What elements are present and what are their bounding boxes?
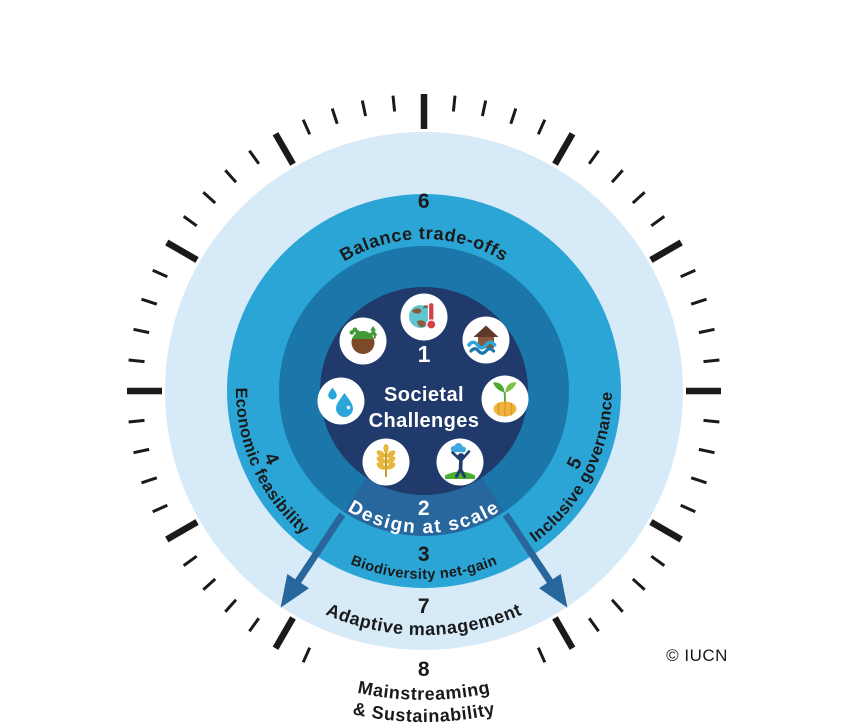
dial-tick-minor <box>703 358 720 364</box>
ecosystem-degradation-icon <box>339 317 387 365</box>
dial-tick-minor <box>610 598 624 613</box>
dial-tick-minor <box>451 95 457 112</box>
dial-tick-minor <box>301 119 312 135</box>
dial-tick-major <box>552 132 576 166</box>
dial-tick-minor <box>690 297 707 306</box>
dial-tick-minor <box>631 191 646 205</box>
dial-tick-major <box>552 616 576 650</box>
dial-tick-minor <box>587 149 600 165</box>
dial-tick-minor <box>301 647 312 663</box>
water-security-icon <box>317 377 365 425</box>
dial-tick-major <box>272 616 296 650</box>
food-security-icon <box>362 438 410 486</box>
disaster-risk-icon <box>462 316 510 364</box>
cycle-arrow-right <box>502 512 568 608</box>
dial-tick-minor <box>182 554 198 567</box>
dial-tick-minor <box>128 418 145 424</box>
dial-tick-minor <box>650 554 666 567</box>
dial-tick-minor <box>690 476 707 485</box>
dial-tick-minor <box>330 108 339 125</box>
dial-tick-minor <box>680 503 696 514</box>
dial-tick-minor <box>248 617 261 633</box>
dial-tick-minor <box>703 418 720 424</box>
dial-tick-minor <box>391 95 397 112</box>
dial-tick-minor <box>536 119 547 135</box>
human-health-icon <box>436 438 484 486</box>
center-number: 1 <box>418 341 431 367</box>
dial-tick-major <box>165 239 199 263</box>
criterion-8-number: 8 <box>418 658 430 681</box>
dial-tick-minor <box>224 598 238 613</box>
dial-tick-minor <box>698 447 715 455</box>
criterion-3-number: 3 <box>418 543 430 566</box>
dial-tick-minor <box>202 577 217 591</box>
dial-tick-major <box>165 519 199 543</box>
clock-dial-ticks <box>127 94 721 663</box>
dial-tick-minor <box>698 327 715 335</box>
dial-tick-minor <box>141 297 158 306</box>
dial-tick-minor <box>360 100 368 117</box>
dial-tick-minor <box>152 503 168 514</box>
dial-tick-minor <box>610 169 624 184</box>
dial-tick-minor <box>152 268 168 279</box>
dial-tick-minor <box>536 647 547 663</box>
criterion-8-label-line1: Mainstreaming <box>356 677 492 704</box>
socio-economic-development-icon <box>481 375 529 423</box>
dial-tick-minor <box>509 108 518 125</box>
dial-tick-minor <box>141 476 158 485</box>
dial-tick-minor <box>480 100 488 117</box>
dial-tick-minor <box>182 215 198 228</box>
criterion-6-number: 6 <box>418 190 430 213</box>
dial-tick-minor <box>680 268 696 279</box>
center-label-line2: Challenges <box>369 410 480 432</box>
criterion-2-number: 2 <box>418 497 430 520</box>
criterion-7-number: 7 <box>418 595 430 618</box>
climate-change-icon <box>400 293 448 341</box>
dial-tick-minor <box>631 577 646 591</box>
credit-text: © IUCN <box>666 646 728 665</box>
dial-tick-major <box>272 132 296 166</box>
dial-tick-minor <box>650 215 666 228</box>
dial-tick-minor <box>248 149 261 165</box>
center-label-line1: Societal <box>384 384 464 406</box>
dial-tick-minor <box>133 327 150 335</box>
dial-tick-major <box>649 519 683 543</box>
dial-tick-minor <box>202 191 217 205</box>
dial-tick-minor <box>133 447 150 455</box>
cycle-arrow-left <box>280 512 346 608</box>
dial-tick-minor <box>128 358 145 364</box>
dial-tick-major <box>649 239 683 263</box>
dial-tick-minor <box>224 169 238 184</box>
dial-tick-minor <box>587 617 600 633</box>
